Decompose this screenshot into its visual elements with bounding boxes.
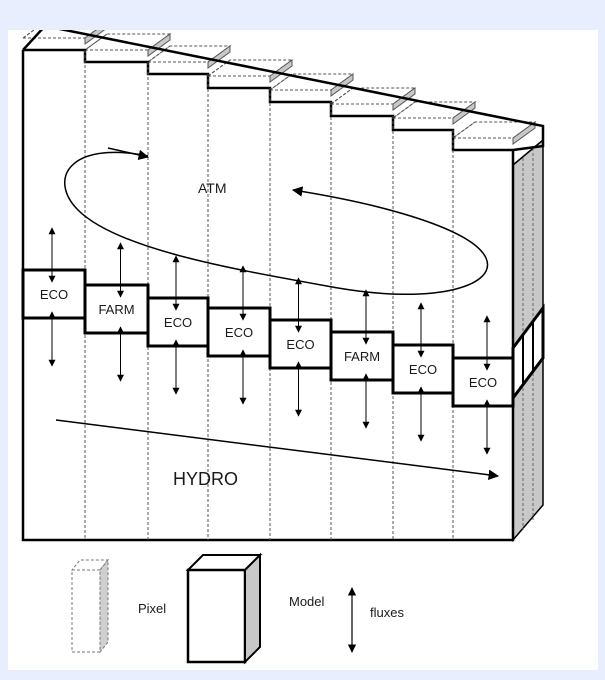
top-step-shade [269,59,293,83]
compartment-label: ECO [164,315,192,330]
compartment-label: ECO [286,337,314,352]
compartment-label: ECO [40,287,68,302]
atm-loop-arrow [64,151,489,295]
compartment-eco-4: ECO [206,306,272,358]
atm-label: ATM [198,180,227,196]
top-step-shade [512,121,536,145]
diagram-panel: ATM ECO FARM ECO ECO ECO FARM ECO ECO HYDRO Pix… [8,30,598,670]
compartment-farm-2: FARM [83,283,150,335]
block-side-face [511,138,545,543]
block-top-surface [21,30,545,152]
legend: Pixel Model fluxes [70,552,404,665]
atm-loop-head [107,147,150,161]
compartment-eco-1: ECO [21,268,87,320]
model-diagram: ATM ECO FARM ECO ECO ECO FARM ECO ECO HYDRO Pix… [21,30,545,665]
compartment-label: ECO [225,325,253,340]
compartment-eco-8: ECO [451,356,515,408]
atm-circulation: ATM [64,147,489,295]
flux-arrows [48,227,491,455]
top-step-shade [452,101,476,125]
compartment-label: ECO [409,362,437,377]
model-legend-icon [185,552,263,665]
top-step-shade [207,45,231,69]
compartment-eco-3: ECO [146,296,210,348]
compartment-label: ECO [469,375,497,390]
compartment-label: FARM [344,349,380,364]
pixel-legend-label: Pixel [138,601,166,616]
hydro-arrow [55,419,500,481]
fluxes-legend-label: fluxes [370,605,404,620]
compartment-band: ECO FARM ECO ECO ECO FARM ECO ECO [21,268,515,408]
compartment-label: FARM [98,302,134,317]
hydro-label: HYDRO [173,469,238,489]
compartment-eco-7: ECO [391,343,455,395]
model-legend-label: Model [289,594,325,609]
pixel-legend-icon [70,558,110,654]
compartment-farm-6: FARM [329,330,395,382]
hydro-flow: HYDRO [55,419,500,489]
top-step-shade [147,33,171,57]
compartment-eco-5: ECO [268,318,333,370]
